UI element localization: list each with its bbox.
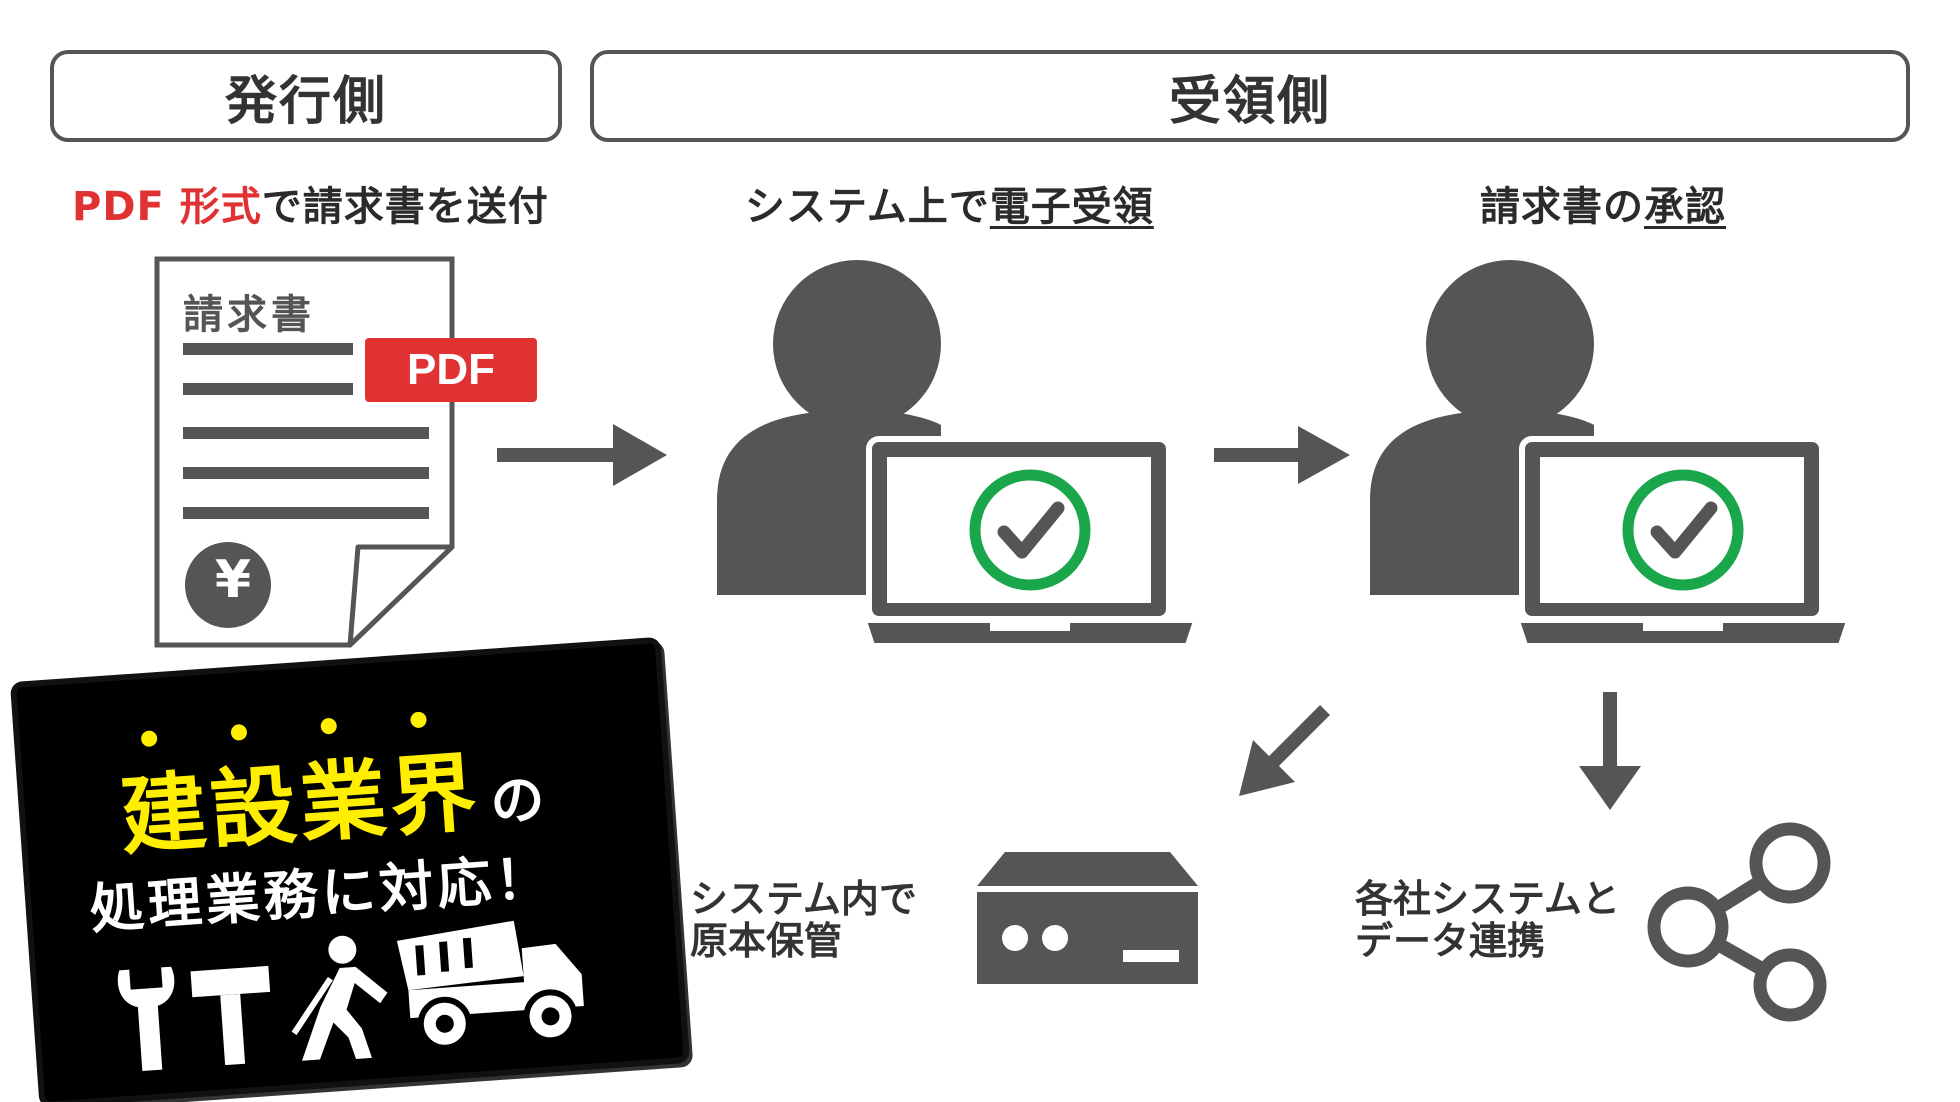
arrow-right-icon <box>1214 426 1350 484</box>
arrow-right-icon <box>497 424 667 486</box>
receiver-header-label: 受領側 <box>1168 71 1331 132</box>
send-rest-text: で請求書を送付 <box>261 184 549 230</box>
issuer-header: 発行側 <box>50 50 562 142</box>
integration-caption-line1: 各社システムと <box>1355 877 1620 921</box>
server-icon <box>977 852 1198 984</box>
pdf-label: PDF <box>407 345 495 394</box>
worker-icon <box>291 935 388 1061</box>
integration-caption: 各社システムと データ連携 <box>1355 878 1620 962</box>
invoice-title: 請求書 <box>183 292 315 338</box>
share-icon <box>1647 822 1831 1022</box>
yen-symbol: ¥ <box>214 550 252 610</box>
integration-caption-line2: データ連携 <box>1355 919 1546 963</box>
step-approve-title: 請求書の承認 <box>1480 174 1726 232</box>
storage-caption-line1: システム内で <box>690 877 917 921</box>
step-receive-title: システム上で電子受領 <box>745 174 1154 232</box>
approve-underlined-text: 承認 <box>1644 184 1726 230</box>
yen-circle-icon <box>185 542 271 628</box>
pdf-format-accent: PDF 形式 <box>72 184 262 230</box>
check-circle-icon <box>1622 469 1744 591</box>
arrow-down-icon <box>1579 692 1641 810</box>
receive-plain-text: システム上で <box>745 184 990 230</box>
hammer-icon <box>190 965 271 1066</box>
construction-badge: 建設業界の 処理業務に対応！ <box>16 643 684 1102</box>
arrow-down-left-icon <box>1239 705 1330 796</box>
pdf-label-box: PDF <box>365 338 537 402</box>
receiver-header: 受領側 <box>590 50 1910 142</box>
receive-underlined-text: 電子受領 <box>989 184 1154 230</box>
check-circle-icon <box>969 469 1091 591</box>
badge-particle: の <box>488 767 547 834</box>
storage-caption: システム内で 原本保管 <box>690 878 917 962</box>
issuer-header-label: 発行側 <box>224 71 387 132</box>
step-send-title: PDF 形式で請求書を送付 <box>72 174 549 232</box>
wrench-icon <box>117 966 175 1071</box>
emphasis-dots-icon <box>141 711 427 747</box>
dump-truck-icon <box>396 920 584 1051</box>
approve-plain-text: 請求書の <box>1480 184 1644 230</box>
storage-caption-line2: 原本保管 <box>690 919 843 963</box>
